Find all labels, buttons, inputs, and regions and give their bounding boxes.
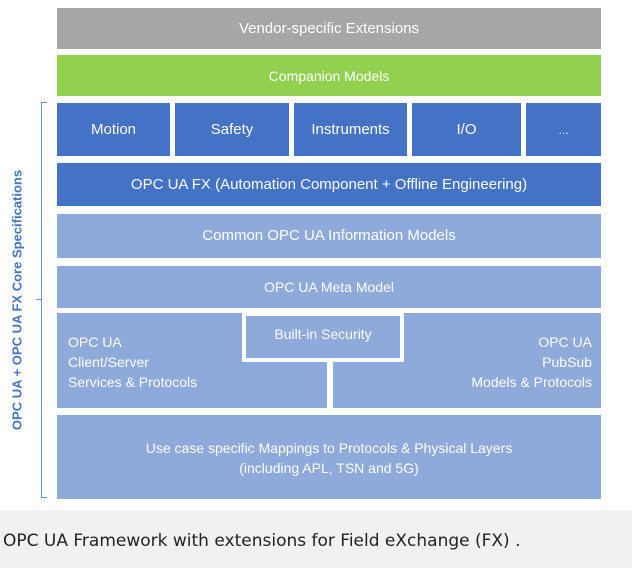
opc-ua-fx-label: OPC UA FX (Automation Component + Offlin…	[130, 175, 528, 193]
module-safety-label: Safety	[210, 120, 254, 138]
info-models-layer: Common OPC UA Information Models	[57, 214, 601, 258]
module-io-label: I/O	[456, 120, 477, 138]
opc-ua-framework-diagram: Vendor-specific Extensions Companion Mod…	[9, 8, 601, 499]
use-case-mappings-layer: Use case specific Mappings to Protocols …	[57, 415, 601, 499]
pubsub-line-3: Models & Protocols	[471, 373, 592, 390]
module-more: ...	[526, 103, 601, 156]
module-instruments: Instruments	[294, 103, 407, 156]
pubsub-line-1: OPC UA	[538, 333, 592, 350]
info-models-label: Common OPC UA Information Models	[202, 227, 456, 244]
client-server-line-2: Client/Server	[68, 353, 149, 370]
use-case-line-2: (including APL, TSN and 5G)	[239, 460, 419, 476]
pubsub-line-2: PubSub	[542, 353, 592, 370]
module-motion-label: Motion	[90, 120, 137, 138]
core-spec-label: OPC UA + OPC UA FX Core Specifications	[9, 169, 25, 431]
module-more-label: ...	[558, 122, 569, 137]
meta-model-label: OPC UA Meta Model	[264, 279, 394, 295]
module-motion: Motion	[57, 103, 170, 156]
client-server-line-1: OPC UA	[68, 333, 122, 350]
companion-models-label: Companion Models	[268, 67, 390, 84]
opc-ua-fx-layer: OPC UA FX (Automation Component + Offlin…	[57, 163, 601, 206]
built-in-security-block: Built-in Security	[242, 312, 404, 362]
use-case-line-1: Use case specific Mappings to Protocols …	[145, 440, 513, 456]
module-io: I/O	[412, 103, 521, 156]
module-instruments-label: Instruments	[311, 120, 390, 138]
figure-caption: OPC UA Framework with extensions for Fie…	[3, 531, 521, 551]
caption-bar	[0, 510, 632, 568]
security-divider	[327, 360, 333, 408]
core-spec-bracket-tick	[36, 299, 41, 300]
vendor-extensions-label: Vendor-specific Extensions	[238, 19, 420, 37]
meta-model-layer: OPC UA Meta Model	[57, 266, 601, 308]
vendor-extensions-layer: Vendor-specific Extensions	[57, 8, 601, 49]
core-spec-bracket	[41, 102, 47, 498]
module-safety: Safety	[175, 103, 289, 156]
companion-models-layer: Companion Models	[57, 55, 601, 96]
client-server-line-3: Services & Protocols	[68, 373, 198, 390]
built-in-security-label: Built-in Security	[274, 326, 372, 342]
